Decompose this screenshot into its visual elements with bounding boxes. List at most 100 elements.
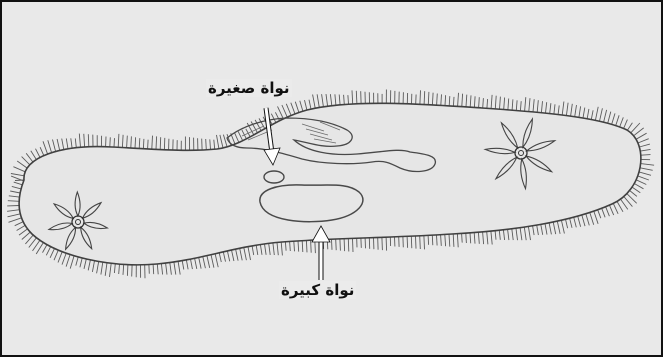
cell-body-outline [19,103,641,264]
cilium [386,237,387,250]
cilium [525,97,526,111]
cilium [533,226,535,235]
cilium [174,262,176,275]
cilium [512,229,513,240]
cilium [223,135,227,147]
cilium [516,100,517,110]
cilium [437,94,438,106]
cilium [114,264,115,273]
cilium [317,94,319,107]
cilium [335,94,336,105]
cilium [139,138,140,148]
cilium [470,233,471,243]
cilium [428,92,429,105]
cilium [62,253,66,265]
cilium [148,140,149,149]
cilium [199,257,201,268]
cilium [537,100,538,112]
cilium [520,101,521,111]
cilium [271,114,276,123]
cilium [621,199,628,209]
cilium [110,137,111,147]
cilium [206,139,207,150]
cilium [449,96,450,106]
cilium [217,135,219,149]
cilium [210,139,211,149]
cilium [294,241,295,251]
cilium [203,257,206,269]
cilium [590,213,594,225]
cilium [639,144,650,147]
cilium [191,259,193,269]
cilium [631,123,640,133]
cilium [570,218,572,228]
cilium [537,225,539,235]
cilium [500,97,501,110]
cilium [122,135,123,148]
cilium [236,249,239,261]
cilium [566,219,568,228]
cilium [240,248,243,260]
cilium [48,140,52,152]
cilium [562,102,564,116]
cilium [13,167,25,172]
cilium [131,136,132,148]
cilium [8,201,19,202]
cilium [66,138,68,149]
cilium [487,232,488,245]
cilium [583,108,585,118]
cilium [641,164,655,166]
cilium [470,95,471,107]
cilium [15,222,24,226]
cilium [80,258,82,267]
cilium [624,120,628,129]
cilium [634,128,644,136]
cilium [153,264,154,274]
cilium [195,258,197,269]
cilium [207,256,210,268]
cilium [445,95,446,105]
cilium [291,103,295,114]
cilium [495,96,496,109]
cilium [260,245,262,255]
cilium [330,94,331,106]
cilium [22,232,30,239]
cilium [9,196,20,197]
cilium [43,245,48,253]
cilium [504,98,505,110]
cilium [71,138,72,148]
cilium [356,91,357,104]
cilium [353,238,354,252]
cilium [499,230,500,240]
cilium [234,132,239,142]
cilium [105,263,107,276]
cilium [215,254,218,268]
cilium [92,261,94,272]
cilium [636,180,646,185]
cilium [12,186,21,189]
cilium [25,235,33,244]
cilium [281,242,282,255]
cilium [182,261,184,270]
cilium [441,235,442,246]
cilium [101,262,103,275]
cilium [612,113,615,124]
cilium [617,201,623,211]
cilium [616,115,619,125]
cilium [295,102,299,113]
cilium [416,236,417,249]
cilium [157,264,158,274]
cilium [58,252,62,263]
cilium [127,265,128,276]
cilium [508,229,509,240]
cilium [300,101,303,111]
cilium [428,235,429,244]
cilium [88,134,89,147]
cilium [641,155,651,156]
cilium [424,236,425,250]
cilium [613,203,618,213]
cilium [512,99,513,110]
cilium [40,147,44,155]
cilium [219,253,221,262]
cilium [549,223,551,235]
